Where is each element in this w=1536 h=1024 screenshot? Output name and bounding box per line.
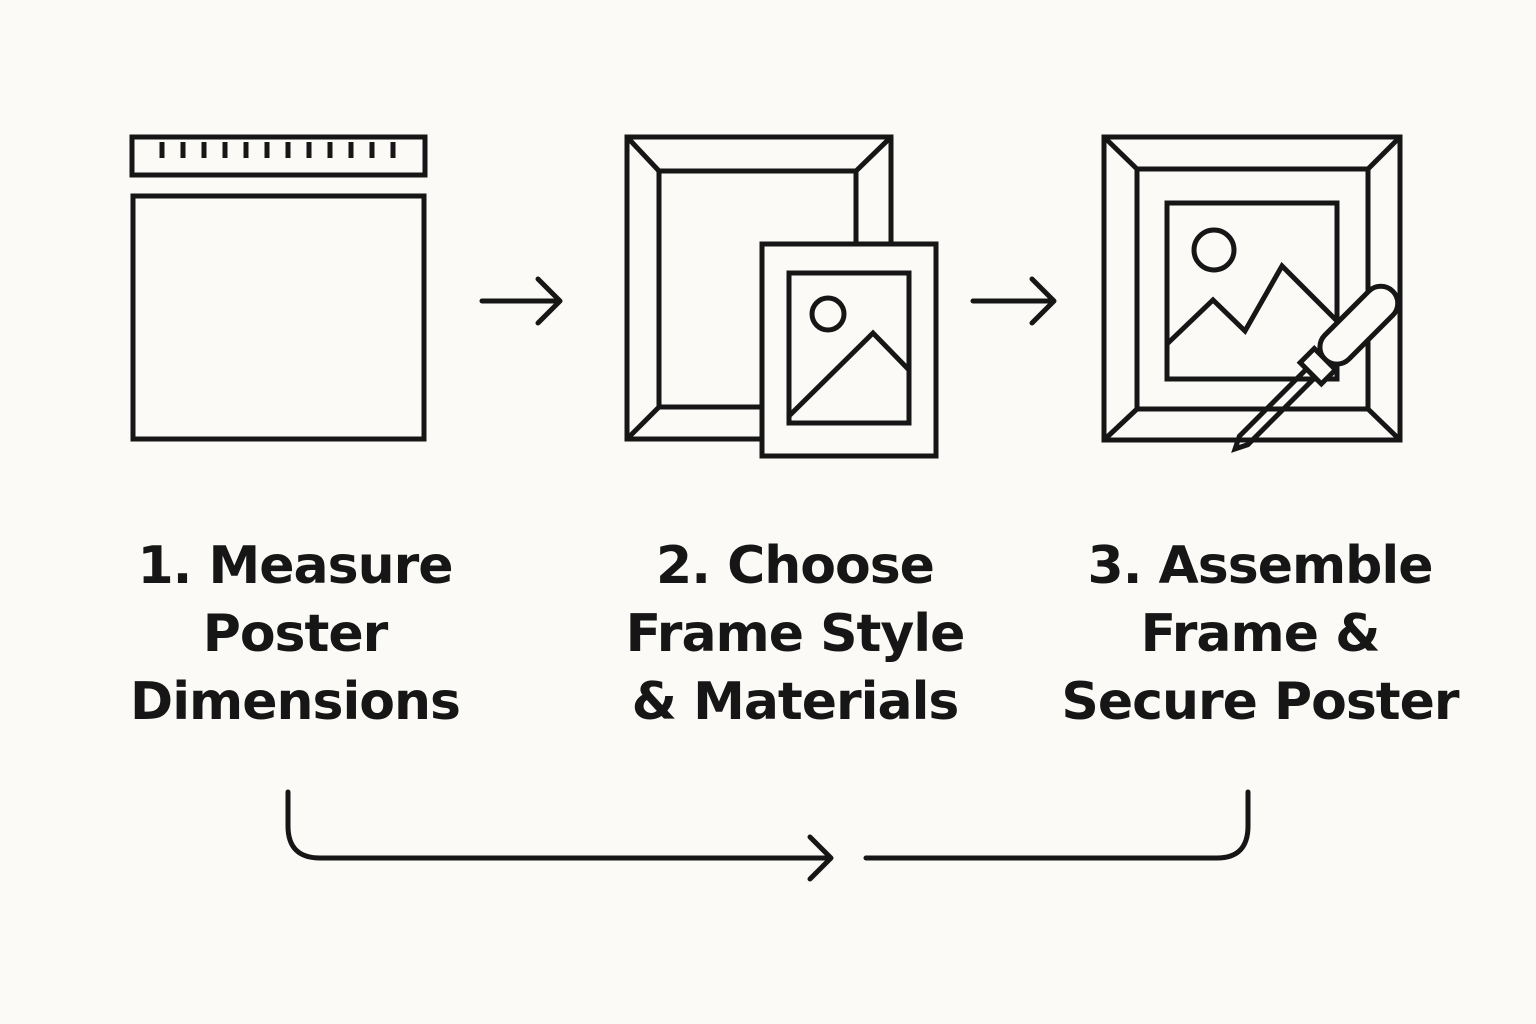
blank-poster-icon [130,193,427,442]
right-arrow-icon [479,276,563,326]
step-3-line-3: Secure Poster [1061,672,1459,732]
screwdriver-icon [1231,283,1401,453]
step-2-line-3: & Materials [631,672,960,732]
step-3-line-2: Frame & [1140,604,1381,664]
step-1-line-2: Poster [202,604,389,664]
step-3-label: 3. Assemble Frame & Secure Poster [1055,532,1465,736]
step-1-label: 1. Measure Poster Dimensions [110,532,480,736]
step-2-label: 2. Choose Frame Style & Materials [610,532,980,736]
step-2-line-2: Frame Style [625,604,966,664]
step-1-line-1: 1. Measure [137,536,453,596]
framed-picture-icon [1101,134,1403,443]
step-2-line-1: 2. Choose [656,536,935,596]
step-1-line-3: Dimensions [130,672,461,732]
right-arrow-icon [970,276,1057,326]
photo-print-icon [759,241,939,459]
step-3-line-1: 3. Assemble [1087,536,1434,596]
frame-and-picture-icon [624,134,939,459]
ruler-icon [129,134,428,178]
framed-picture-screwdriver-icon [1101,134,1403,453]
ruler-blank-poster-icon [129,134,428,442]
loop-arrow-icon [285,789,1251,882]
